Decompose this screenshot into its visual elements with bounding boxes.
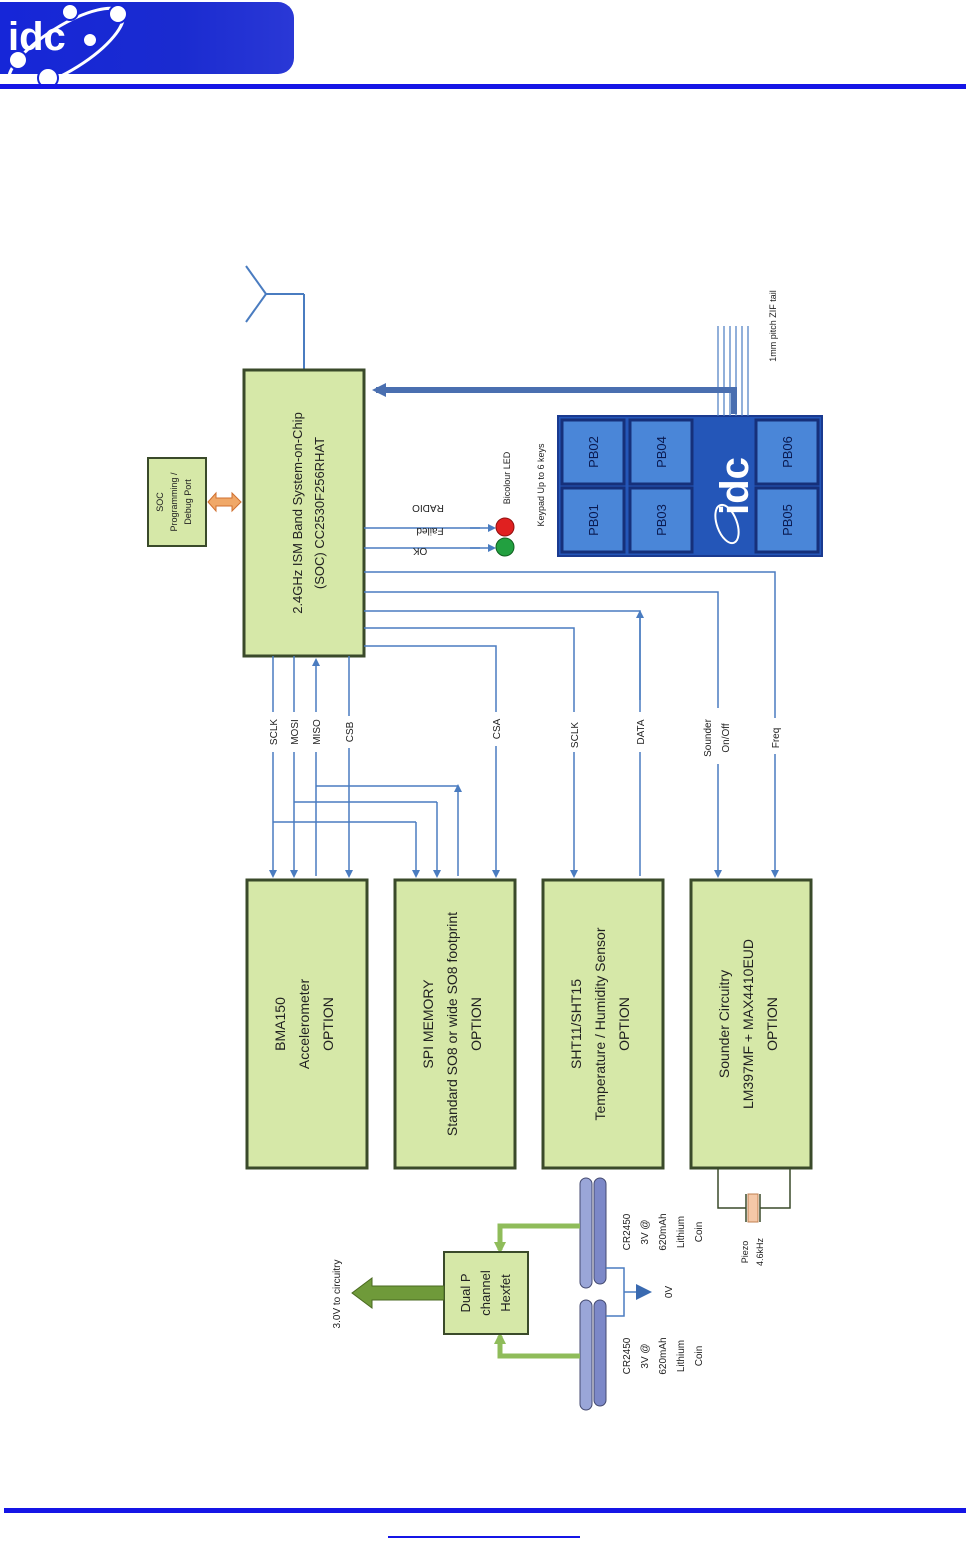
ground-icon	[636, 1284, 652, 1300]
label-csb: CSB	[345, 721, 356, 742]
keypad-key-label: PB05	[780, 504, 795, 536]
keypad-key-label: PB01	[586, 504, 601, 536]
battery-2-line2: 3V @	[640, 1343, 651, 1368]
keypad-key-pb02[interactable]: PB02	[560, 418, 626, 486]
keypad-key-pb01[interactable]: PB01	[560, 486, 626, 554]
spi-memory-block-line1: SPI MEMORY	[420, 979, 436, 1069]
battery-2-line4: Lithium	[676, 1340, 687, 1372]
label-sclk: SCLK	[269, 719, 280, 745]
spi-memory-block-line2: Standard SO8 or wide SO8 footprint	[444, 912, 460, 1136]
idc-logo: idc	[7, 3, 128, 90]
piezo-freq: 4.6kHz	[755, 1237, 765, 1266]
led-green-icon	[495, 537, 515, 557]
sht-sensor-block-line3: OPTION	[616, 997, 632, 1051]
accelerometer-block: BMA150 Accelerometer OPTION	[245, 878, 369, 1170]
label-sounder: Sounder	[703, 718, 714, 756]
debug-line1: SOC	[155, 492, 165, 512]
battery-1-feed-arrow	[494, 1223, 580, 1254]
keypad-key-label: PB03	[654, 504, 669, 536]
label-csa: CSA	[492, 718, 503, 739]
led-ok-label: OK	[412, 545, 427, 556]
sounder-block-line2: LM397MF + MAX4410EUD	[740, 939, 756, 1109]
logo-banner: idc	[0, 2, 294, 90]
debug-line3: Debug Port	[183, 479, 193, 525]
spi-memory-block: SPI MEMORY Standard SO8 or wide SO8 footp…	[393, 878, 517, 1170]
sht-sensor-block-line1: SHT11/SHT15	[568, 979, 584, 1069]
footer-rule	[4, 1508, 966, 1513]
hexfet-line3: Hexfet	[498, 1274, 513, 1312]
label-data: DATA	[636, 719, 647, 745]
battery-1-line4: Lithium	[676, 1216, 687, 1248]
footer-link-underline	[388, 1536, 580, 1538]
keypad-key-label: PB02	[586, 436, 601, 468]
keypad-logo: idc	[713, 457, 757, 545]
battery-1-line2: 3V @	[640, 1219, 651, 1244]
zif-label: 1mm pitch ZIF tail	[768, 290, 778, 362]
hexfet-line2: channel	[478, 1270, 493, 1316]
keypad-key-pb03[interactable]: PB03	[628, 486, 694, 554]
battery-2-line1: CR2450	[622, 1337, 633, 1374]
debug-double-arrow-icon	[207, 491, 242, 513]
accelerometer-block-line3: OPTION	[320, 997, 336, 1051]
sounder-block-line3: OPTION	[764, 997, 780, 1051]
keypad-key-pb04[interactable]: PB04	[628, 418, 694, 486]
piezo-wiring	[717, 1168, 791, 1222]
gnd-label: 0V	[664, 1286, 675, 1299]
keypad-key-label: PB04	[654, 436, 669, 468]
battery-2-feed-arrow	[494, 1332, 580, 1359]
debug-port-block: SOC Programming / Debug Port	[147, 457, 207, 547]
led-red-icon	[495, 517, 515, 537]
piezo-label: Piezo	[740, 1241, 750, 1264]
accelerometer-block-line2: Accelerometer	[296, 979, 312, 1070]
led-description: Bicolour LED	[502, 451, 512, 504]
spi-memory-block-line3: OPTION	[468, 997, 484, 1051]
output-arrow-icon	[351, 1277, 445, 1309]
keypad-label: Keypad Up to 6 keys	[536, 443, 546, 527]
hexfet-block: Dual P channel Hexfet	[443, 1251, 529, 1335]
label-freq: Freq	[771, 728, 782, 749]
output-label: 3.0V to circuitry	[332, 1260, 343, 1329]
piezo-icon	[747, 1193, 759, 1223]
soc-line1: 2.4GHz ISM Band System-on-Chip	[290, 412, 305, 614]
label-miso: MISO	[312, 719, 323, 745]
sht-sensor-block-line2: Temperature / Humidity Sensor	[592, 927, 608, 1120]
battery-2-icon	[579, 1299, 607, 1411]
sounder-block-line1: Sounder Circuitry	[716, 970, 732, 1078]
battery-2-line3: 620mAh	[658, 1337, 669, 1374]
battery-1-line5: Coin	[694, 1222, 705, 1243]
antenna-icon	[245, 265, 305, 370]
label-on-off: On/Off	[721, 723, 732, 752]
hexfet-line1: Dual P	[458, 1273, 473, 1312]
soc-line2: (SOC) CC2530F256RHAT	[312, 437, 327, 589]
header-rule	[0, 84, 966, 89]
sht-sensor-block: SHT11/SHT15 Temperature / Humidity Sensor…	[541, 878, 665, 1170]
keypad-key-pb06[interactable]: PB06	[754, 418, 820, 486]
label-mosi: MOSI	[290, 719, 301, 745]
keypad-key-label: PB06	[780, 436, 795, 468]
battery-2-line5: Coin	[694, 1346, 705, 1367]
keypad-to-soc-arrow	[372, 383, 737, 414]
battery-1-line3: 620mAh	[658, 1213, 669, 1250]
label-sclk-2: SCLK	[570, 722, 581, 748]
led-failed-label: Failed	[416, 525, 443, 536]
spi-bus-lines	[269, 524, 779, 878]
sounder-block: Sounder Circuitry LM397MF + MAX4410EUD OPT…	[689, 878, 813, 1170]
keypad-key-pb05[interactable]: PB05	[754, 486, 820, 554]
battery-1-icon	[579, 1177, 607, 1289]
led-radio-label: RADIO	[412, 502, 444, 513]
debug-line2: Programming /	[169, 472, 179, 532]
accelerometer-block-line1: BMA150	[272, 997, 288, 1051]
soc-block: 2.4GHz ISM Band System-on-Chip (SOC) CC2…	[242, 368, 366, 658]
battery-1-line1: CR2450	[622, 1213, 633, 1250]
